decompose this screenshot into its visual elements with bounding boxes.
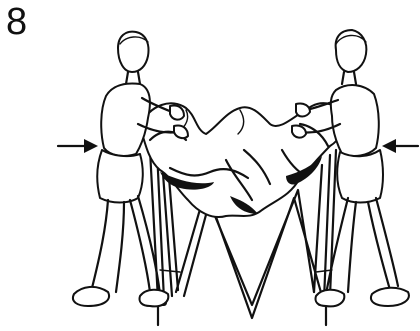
push-arrow-right <box>382 139 418 153</box>
push-arrow-left <box>58 139 98 153</box>
